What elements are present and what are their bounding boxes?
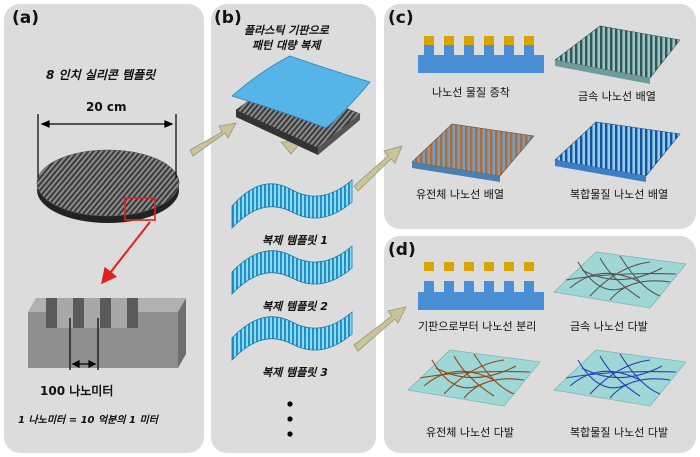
template-stack [231,55,371,155]
panel-c-item-3: 유전체 나노선 배열 [416,188,504,201]
flow-arrow-a-to-b [189,122,237,157]
metal-nanowire-array [554,25,681,84]
panel-b-label: (b) [214,8,242,28]
panel-a-label: (a) [12,8,40,28]
panel-c-item-1: 나노선 물질 증착 [432,86,510,99]
composite-nanowire-array [554,121,681,182]
replica-label-3: 복제 템플릿 3 [262,366,328,379]
panel-d-label: (d) [388,240,416,260]
replica-template-1 [231,179,353,230]
silicon-wafer [36,149,180,223]
replica-label-1: 복제 템플릿 1 [262,234,328,247]
separation-diagram [418,262,544,310]
panel-b-title-line1: 플라스틱 기판으로 [244,24,329,37]
composite-nanowire-bundle [553,349,687,407]
panel-a [4,4,204,453]
unit-note: 1 나노미터 = 10 억분의 1 미터 [18,415,158,426]
flow-arrow-b-to-c [353,145,403,192]
dielectric-nanowire-bundle [407,349,541,407]
pitch-arrow [69,318,99,370]
dielectric-nanowire-array [411,123,535,182]
zoom-arrow [101,221,151,285]
template-title: 8 인치 실리콘 템플릿 [46,68,156,82]
flow-arrow-b-to-d [353,306,407,352]
replica-label-2: 복제 템플릿 2 [262,300,328,313]
panel-d-item-1: 기판으로부터 나노선 분리 [418,320,537,333]
replica-template-2 [231,245,353,296]
panel-d-item-2: 금속 나노선 다발 [570,320,648,333]
replica-template-3 [231,311,353,362]
panel-c-item-4: 복합물질 나노선 배열 [570,188,669,201]
panel-c-label: (c) [388,8,414,28]
diameter-arrow [37,114,177,178]
deposition-diagram [418,36,544,73]
grating-cross-section [28,298,186,368]
scale-label: 100 나노미터 [40,384,114,398]
panel-b-title-line2: 패턴 대량 복제 [252,39,321,52]
panel-d-item-3: 유전체 나노선 다발 [426,426,514,439]
panel-d-item-4: 복합물질 나노선 다발 [570,426,669,439]
panel-c-item-2: 금속 나노선 배열 [578,90,656,103]
metal-nanowire-bundle [553,251,687,309]
diameter-label: 20 cm [86,100,127,114]
zoom-box [124,197,156,221]
continuation-dots [287,401,293,437]
